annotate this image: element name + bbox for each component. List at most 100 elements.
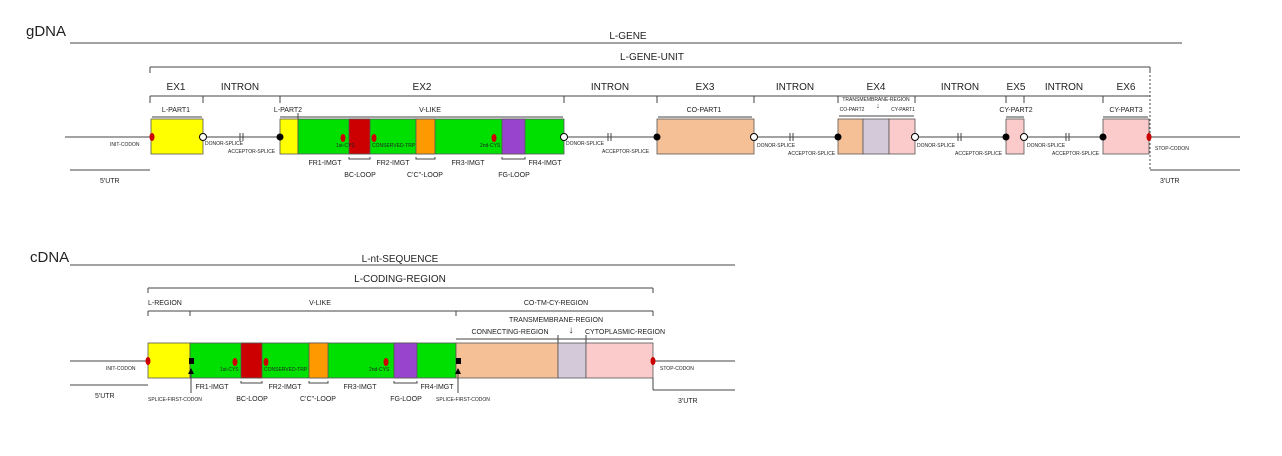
splice-first-codon-square-2 <box>456 358 461 364</box>
cy-part3-label: CY-PART3 <box>1109 107 1142 114</box>
co-part2-label: CO-PART2 <box>840 107 865 113</box>
gdna-3utr-label: 3'UTR <box>1160 178 1180 185</box>
intron-label-1: INTRON <box>221 82 259 93</box>
first-cys-label-cdna: 1st-CYS <box>220 367 239 373</box>
tm-arrow-cdna: ↓ <box>569 325 574 336</box>
cdna-block-cytoplasmic <box>585 342 654 379</box>
fr4-label-cdna: FR4-IMGT <box>420 384 454 391</box>
acceptor-splice-label-5: ACCEPTOR-SPLICE <box>1052 151 1100 157</box>
v-like-label-cdna: V-LIKE <box>309 300 331 307</box>
exon-label-ex1: EX1 <box>167 82 186 93</box>
conserved-trp-dot-cdna <box>263 358 269 366</box>
exon-block-co-part2 <box>837 118 864 155</box>
acceptor-splice-label-2: ACCEPTOR-SPLICE <box>602 149 650 155</box>
splice-sites-gdna <box>199 133 1107 141</box>
cc-loop-label-gdna: C'C''-LOOP <box>407 172 443 179</box>
l-nt-sequence-label: L-nt-SEQUENCE <box>362 254 439 265</box>
bc-loop-label-cdna: BC-LOOP <box>236 396 268 403</box>
fr1-label-cdna: FR1-IMGT <box>195 384 229 391</box>
cdna-fg-loop-block <box>393 342 418 379</box>
bc-loop-label-gdna: BC-LOOP <box>344 172 376 179</box>
exon-label-ex4: EX4 <box>867 82 886 93</box>
stop-codon-dot-cdna <box>650 357 656 365</box>
intron-label-2: INTRON <box>591 82 629 93</box>
cytoplasmic-region-label: CYTOPLASMIC-REGION <box>585 329 665 336</box>
acceptor-splice-circle-5 <box>1099 133 1107 141</box>
init-codon-label-gdna: INIT-CODON <box>110 142 140 148</box>
acceptor-splice-circle-4 <box>1002 133 1010 141</box>
intron-label-5: INTRON <box>1045 82 1083 93</box>
fg-loop-block <box>501 118 526 155</box>
donor-splice-circle-5 <box>1020 133 1028 141</box>
cdna-block-connecting <box>455 342 559 379</box>
transmembrane-region-label-cdna: TRANSMEMBRANE-REGION <box>509 317 603 324</box>
l-coding-region-label: L-CODING-REGION <box>354 274 446 285</box>
exon-block-co-part1 <box>656 118 755 155</box>
exon-block-l-part1 <box>150 118 204 155</box>
init-codon-dot-cdna <box>145 357 151 365</box>
second-cys-label-cdna: 2nd-CYS <box>369 367 390 373</box>
connecting-region-label: CONNECTING-REGION <box>472 329 549 336</box>
cc-loop-block <box>415 118 436 155</box>
donor-splice-label-2: DONOR-SPLICE <box>566 141 605 147</box>
gdna-5utr-label: 5'UTR <box>100 178 120 185</box>
exon-block-transmembrane <box>862 118 890 155</box>
donor-splice-circle-4 <box>911 133 919 141</box>
donor-splice-label-4: DONOR-SPLICE <box>917 143 956 149</box>
donor-splice-circle-1 <box>199 133 207 141</box>
exon-label-ex6: EX6 <box>1117 82 1136 93</box>
exon-intron-ticks <box>149 96 1104 103</box>
donor-splice-label-1: DONOR-SPLICE <box>205 141 244 147</box>
l-part2-label: L-PART2 <box>274 107 302 114</box>
first-cys-dot-gdna <box>340 134 346 142</box>
gdna-title: gDNA <box>26 23 66 40</box>
init-codon-dot-gdna <box>149 133 155 141</box>
first-cys-dot-cdna <box>232 358 238 366</box>
bc-loop-block <box>348 118 371 155</box>
intron-breaks <box>239 133 1070 141</box>
fr2-label-cdna: FR2-IMGT <box>268 384 302 391</box>
tm-arrow-gdna: ↓ <box>876 103 880 110</box>
fr3-label-cdna: FR3-IMGT <box>343 384 377 391</box>
stop-codon-label-gdna: STOP-CODON <box>1155 146 1189 152</box>
acceptor-splice-circle-1 <box>276 133 284 141</box>
donor-splice-label-5: DONOR-SPLICE <box>1027 143 1066 149</box>
cdna-title: cDNA <box>30 249 69 266</box>
donor-splice-circle-3 <box>750 133 758 141</box>
exon-label-ex5: EX5 <box>1007 82 1026 93</box>
donor-splice-label-3: DONOR-SPLICE <box>757 143 796 149</box>
co-part1-label: CO-PART1 <box>687 107 722 114</box>
cdna-block-l-region <box>147 342 191 379</box>
v-like-label-gdna: V-LIKE <box>419 107 441 114</box>
l-region-label: L-REGION <box>148 300 182 307</box>
fr1-label-gdna: FR1-IMGT <box>308 160 342 167</box>
cc-loop-label-cdna: C'C''-LOOP <box>300 396 336 403</box>
acceptor-splice-label-4: ACCEPTOR-SPLICE <box>955 151 1003 157</box>
stop-codon-label-cdna: STOP-CODON <box>660 366 694 372</box>
acceptor-splice-label-3: ACCEPTOR-SPLICE <box>788 151 836 157</box>
cdna-3utr-label: 3'UTR <box>678 398 698 405</box>
stop-codon-dot-gdna <box>1146 133 1152 141</box>
second-cys-dot-gdna <box>491 134 497 142</box>
second-cys-dot-cdna <box>383 358 389 366</box>
second-cys-label-gdna: 2nd-CYS <box>480 143 501 149</box>
conserved-trp-dot-gdna <box>371 134 377 142</box>
fr2-label-gdna: FR2-IMGT <box>376 160 410 167</box>
exon-label-ex2: EX2 <box>413 82 432 93</box>
splice-first-codon-label-1: SPLICE-FIRST-CODON <box>148 397 202 403</box>
donor-splice-circle-2 <box>560 133 568 141</box>
acceptor-splice-circle-3 <box>834 133 842 141</box>
init-codon-label-cdna: INIT-CODON <box>106 366 136 372</box>
transmembrane-region-label-gdna: TRANSMEMBRANE-REGION <box>842 97 910 103</box>
fg-loop-label-gdna: FG-LOOP <box>498 172 530 179</box>
fr4-label-gdna: FR4-IMGT <box>528 160 562 167</box>
intron-label-3: INTRON <box>776 82 814 93</box>
fg-loop-label-cdna: FG-LOOP <box>390 396 422 403</box>
cdna-cc-loop-block <box>308 342 329 379</box>
splice-first-codon-label-2: SPLICE-FIRST-CODON <box>436 397 490 403</box>
conserved-trp-label-gdna: CONSERVED-TRP <box>372 143 416 149</box>
conserved-trp-label-cdna: CONSERVED-TRP <box>264 367 308 373</box>
co-tm-cy-region-label: CO-TM-CY-REGION <box>524 300 588 307</box>
